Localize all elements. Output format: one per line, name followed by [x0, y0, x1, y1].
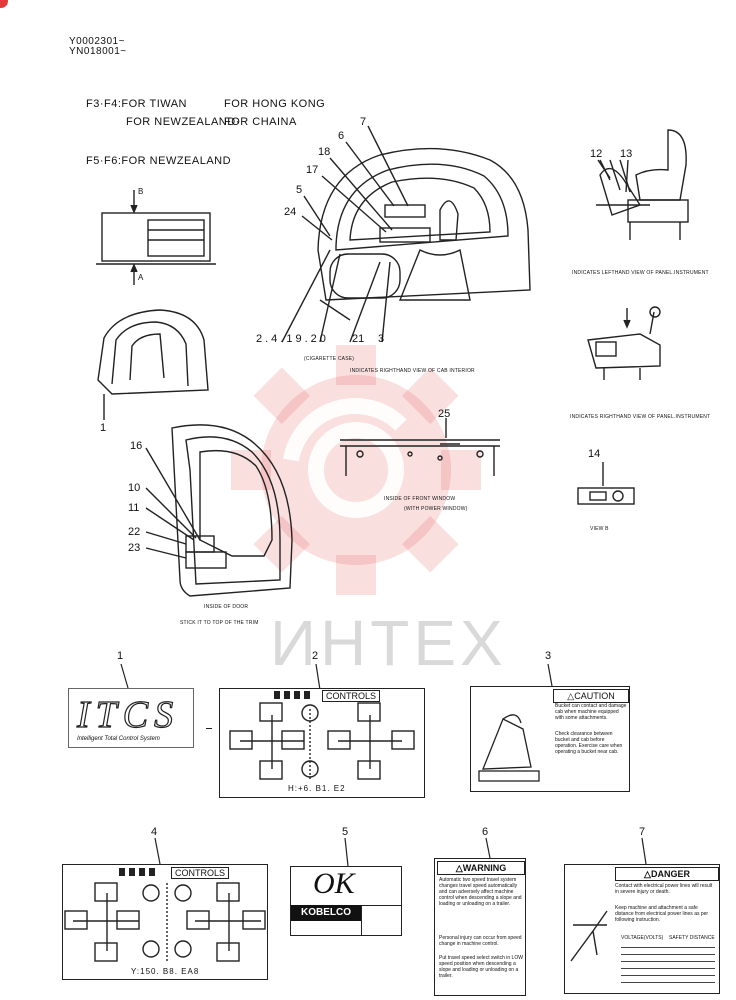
note-f3f4-b: FOR HONG KONG	[224, 98, 326, 110]
callout-10: 10	[128, 482, 141, 494]
caption-cab-interior: INDICATES RIGHTHAND VIEW OF CAB INTERIOR	[350, 368, 475, 374]
callout-11: 11	[128, 502, 140, 514]
warning-triangle-icon: △	[455, 863, 463, 873]
itcs-logo: ITCS	[76, 693, 180, 736]
callout-3: 3	[378, 333, 385, 345]
label-7-danger: △DANGER Contact with electrical power li…	[564, 864, 720, 994]
caption-front-window-sub: (WITH POWER WINDOW)	[404, 506, 468, 512]
label-4-title: CONTROLS	[171, 867, 230, 879]
label-7-text-1: Contact with electrical power lines will…	[615, 883, 713, 895]
label-2-joystick-diagram	[229, 702, 415, 780]
label-7-text-2: Keep machine and attachment a safe dista…	[615, 905, 709, 923]
warning-triangle-icon: △	[567, 691, 575, 701]
label-5-mark: OK	[313, 867, 355, 900]
label-2-icon-strip	[274, 691, 314, 699]
label-6-warning: △WARNING Automatic two speed travel syst…	[434, 858, 526, 996]
excavator-cab-pictogram-icon	[478, 714, 540, 782]
label-3-text-2: Check clearance between bucket and cab b…	[555, 731, 623, 755]
note-f3f4-c: FOR NEWZEALAND·	[126, 116, 240, 128]
label-2-code: H:+6. B1. E2	[288, 784, 346, 793]
arrow-b: B	[138, 187, 144, 196]
arrow-a: A	[138, 273, 144, 282]
dash-mark	[206, 728, 212, 729]
callout-5: 5	[296, 184, 303, 196]
label-3-caution: △CAUTION Bucket can contact and damage c…	[470, 686, 630, 792]
label-3-title: △CAUTION	[553, 689, 629, 703]
label-1-number: 1	[117, 650, 124, 662]
callout-2-4-19-20: 2.4.19.20	[256, 333, 329, 345]
caption-door-1: INSIDE OF DOOR	[204, 604, 249, 610]
callout-23: 23	[128, 542, 141, 554]
label-3-number: 3	[545, 650, 552, 662]
note-f3f4-d: FOR CHAINA	[224, 116, 297, 128]
cab-sketch	[97, 309, 209, 420]
caption-view-b: VIEW B	[590, 526, 609, 532]
caption-cigarette-case: (CIGARETTE CASE)	[304, 356, 355, 362]
label-7-table	[621, 943, 715, 987]
note-f5f6: F5·F6:FOR NEWZEALAND	[86, 155, 232, 167]
label-7-col-b: SAFETY DISTANCE	[669, 935, 715, 941]
itcs-subtitle: Intelligent Total Control System	[77, 736, 160, 742]
callout-6: 6	[338, 130, 345, 142]
label-6-text-1: Automatic two speed travel system change…	[439, 877, 522, 907]
power-line-pictogram-icon	[570, 910, 608, 962]
label-2-title: CONTROLS	[322, 690, 381, 702]
watermark-text: ИНТЕХ	[270, 607, 507, 679]
diagram-line-art	[96, 125, 689, 597]
label-5-kobelco: OK KOBELCO	[290, 866, 402, 936]
view-b-sketch	[577, 462, 635, 505]
label-2-number: 2	[312, 650, 319, 662]
label-1-itcs: ITCS Intelligent Total Control System	[68, 688, 194, 748]
callout-16: 16	[130, 440, 143, 452]
callout-14: 14	[588, 448, 601, 460]
cab-interior-sketch	[281, 125, 531, 343]
label-4-number: 4	[151, 826, 158, 838]
label-6-text-2: Personal injury can occur from speed cha…	[439, 935, 522, 947]
front-window-sketch	[340, 418, 500, 476]
label-6-number: 6	[482, 826, 489, 838]
caption-left-panel: INDICATES LEFTHAND VIEW OF PANEL.INSTRUM…	[572, 270, 709, 276]
label-7-title: △DANGER	[615, 867, 719, 881]
label-4-controls: CONTROLS Y:150. B8. EA8	[62, 864, 268, 980]
label-2-controls: CONTROLS H:+6. B1. E2	[219, 688, 425, 798]
label-4-joystick-diagram	[64, 882, 266, 962]
caption-front-window: INSIDE OF FRONT WINDOW	[384, 496, 456, 502]
callout-22: 22	[128, 526, 141, 538]
callout-13: 13	[620, 148, 633, 160]
serial-2: YN018001~	[69, 46, 127, 57]
label-4-code: Y:150. B8. EA8	[131, 967, 200, 976]
label-4-icon-strip	[119, 868, 159, 876]
callout-18: 18	[318, 146, 331, 158]
right-panel-sketch	[587, 306, 661, 380]
label-5-number: 5	[342, 826, 349, 838]
serial-1: Y0002301~	[69, 36, 125, 47]
callout-24: 24	[284, 206, 297, 218]
caption-right-panel: INDICATES RIGHTHAND VIEW OF PANEL.INSTRU…	[570, 414, 711, 420]
console-sketch	[96, 190, 216, 285]
callout-7: 7	[360, 116, 367, 128]
label-6-text-3: Put travel speed select switch in LOW sp…	[439, 955, 523, 979]
label-6-title: △WARNING	[437, 861, 525, 875]
note-f3f4-a: F3·F4:FOR TIWAN	[86, 98, 187, 110]
callout-12: 12	[590, 148, 603, 160]
label-5-brand: KOBELCO	[291, 905, 361, 921]
label-5-grid	[361, 905, 402, 936]
label-7-col-a: VOLTAGE(VOLTS)	[621, 935, 664, 941]
corner-mark	[0, 0, 8, 8]
callout-21: 21	[352, 333, 365, 345]
callout-25: 25	[438, 408, 451, 420]
label-7-number: 7	[639, 826, 646, 838]
label-3-text-1: Bucket can contact and damage cab when m…	[555, 703, 627, 721]
danger-triangle-icon: △	[644, 869, 651, 879]
callout-1: 1	[100, 422, 107, 434]
callout-17: 17	[306, 164, 319, 176]
caption-door-2: STICK IT TO TOP OF THE TRIM	[180, 620, 259, 626]
door-sketch	[145, 424, 293, 597]
